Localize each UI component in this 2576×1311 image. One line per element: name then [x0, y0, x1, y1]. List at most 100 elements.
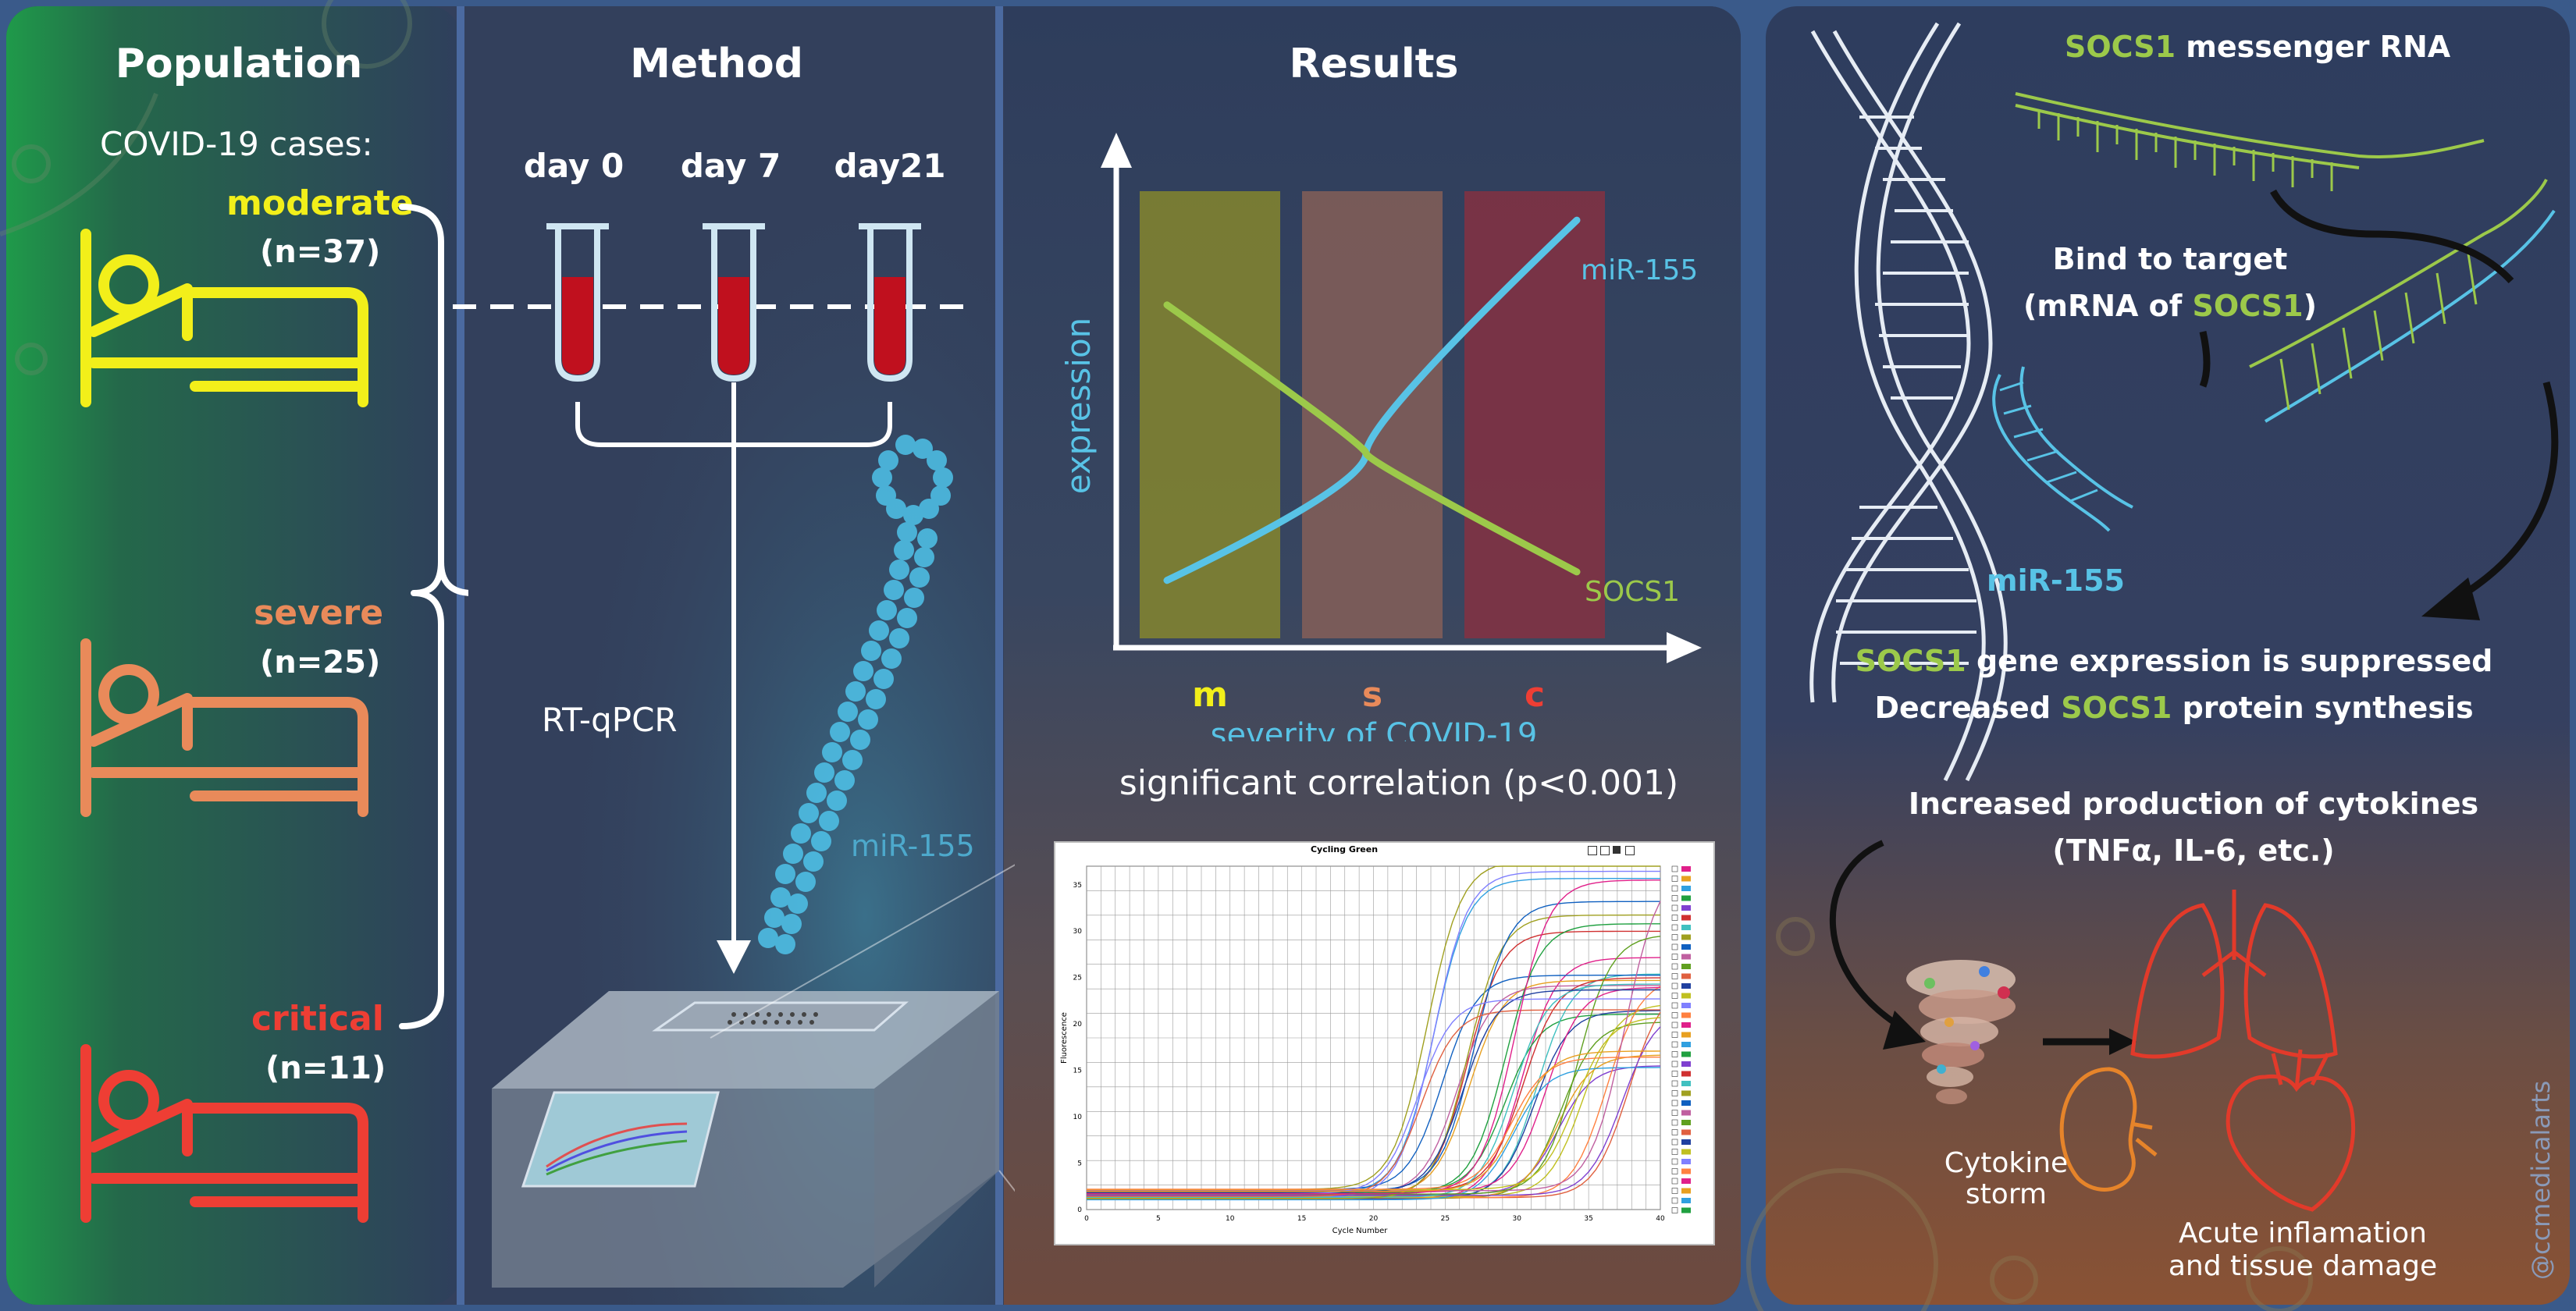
legend-swatch — [1681, 934, 1691, 940]
legend-checkbox[interactable] — [1671, 1197, 1678, 1204]
legend-checkbox[interactable] — [1671, 1021, 1678, 1029]
legend-checkbox[interactable] — [1671, 973, 1678, 979]
mrna-label-rest: messenger RNA — [2176, 30, 2451, 64]
socs1-mrna-icon — [2015, 92, 2485, 191]
legend-checkbox[interactable] — [1671, 1061, 1678, 1068]
legend-checkbox[interactable] — [1671, 1090, 1678, 1096]
qpcr-y-tick: 5 — [1077, 1160, 1082, 1168]
expression-lines — [1163, 216, 1581, 584]
legend-checkbox[interactable] — [1671, 1119, 1678, 1126]
qpcr-x-tick: 35 — [1584, 1215, 1592, 1223]
legend-swatch — [1681, 915, 1691, 921]
legend-swatch — [1681, 1012, 1691, 1018]
zoom-icon[interactable] — [1588, 846, 1597, 855]
molecule-label: miR-155 — [851, 829, 975, 863]
export-icon[interactable] — [1613, 846, 1621, 854]
method-title: Method — [630, 41, 803, 87]
legend-checkbox[interactable] — [1671, 934, 1678, 940]
qpcr-y-tick: 10 — [1073, 1114, 1083, 1121]
amplification-curve — [1087, 1057, 1660, 1190]
legend-checkbox[interactable] — [1671, 904, 1678, 911]
legend-checkbox[interactable] — [1671, 954, 1678, 960]
legend-checkbox[interactable] — [1671, 1100, 1678, 1107]
legend-checkbox[interactable] — [1671, 1207, 1678, 1213]
legend-swatch — [1681, 1022, 1691, 1028]
category-label-m: m — [1192, 675, 1228, 715]
legend-checkbox[interactable] — [1671, 1188, 1678, 1194]
amplification-curve — [1087, 1050, 1661, 1192]
legend-swatch — [1681, 1061, 1691, 1067]
damage-line2: and tissue damage — [2168, 1250, 2438, 1282]
legend-swatch — [1681, 1100, 1691, 1106]
mrna-mir155-complex-icon — [2249, 179, 2556, 423]
legend-checkbox[interactable] — [1671, 1080, 1678, 1087]
legend-checkbox[interactable] — [1671, 876, 1678, 882]
group-n-severe: (n=25) — [260, 645, 381, 680]
legend-checkbox[interactable] — [1671, 1071, 1678, 1077]
legend-swatch — [1681, 1003, 1691, 1008]
watermark: @ccmedicalarts — [2526, 1080, 2556, 1280]
group-n-moderate: (n=37) — [260, 234, 381, 270]
copy-icon[interactable] — [1600, 846, 1610, 855]
legend-swatch — [1681, 1139, 1691, 1145]
mechanism-graphics — [1809, 22, 2559, 1212]
legend-checkbox[interactable] — [1671, 1012, 1678, 1018]
legend-checkbox[interactable] — [1671, 895, 1678, 901]
legend-checkbox[interactable] — [1671, 1168, 1678, 1174]
legend-checkbox[interactable] — [1671, 1158, 1678, 1165]
arrow-down-icon — [717, 940, 751, 974]
legend-swatch — [1681, 983, 1691, 989]
legend-checkbox[interactable] — [1671, 1149, 1678, 1155]
legend-checkbox[interactable] — [1671, 1051, 1678, 1057]
qpcr-y-tick: 20 — [1073, 1021, 1083, 1029]
legend-checkbox[interactable] — [1671, 924, 1678, 931]
legend-swatch — [1681, 886, 1691, 891]
qpcr-x-label: Cycle Number — [1332, 1227, 1389, 1235]
x-axis-arrow-icon — [1667, 632, 1702, 663]
legend-swatch — [1681, 993, 1691, 999]
legend-swatch — [1681, 1120, 1691, 1125]
grouping-bracket — [399, 204, 468, 1029]
qpcr-x-tick: 30 — [1513, 1215, 1522, 1223]
settings-icon[interactable] — [1625, 846, 1635, 855]
qpcr-toolbar[interactable] — [1588, 844, 1642, 855]
legend-swatch — [1681, 1159, 1691, 1164]
legend-checkbox[interactable] — [1671, 943, 1678, 950]
legend-swatch — [1681, 866, 1691, 872]
heart-icon — [2226, 1049, 2356, 1212]
bind-line2-gene: SOCS1 — [2192, 289, 2304, 323]
legend-checkbox[interactable] — [1671, 1041, 1678, 1048]
legend-swatch — [1681, 1129, 1691, 1135]
legend-checkbox[interactable] — [1671, 1110, 1678, 1116]
correlation-text: significant correlation (p<0.001) — [1119, 763, 1679, 803]
qpcr-x-tick: 25 — [1441, 1215, 1450, 1223]
legend-checkbox[interactable] — [1671, 1178, 1678, 1185]
decreased-a: Decreased — [1874, 691, 2062, 725]
suppressed-gene: SOCS1 — [1855, 644, 1966, 678]
cytokine-arrow-icon — [1829, 840, 1909, 1033]
legend-checkbox[interactable] — [1671, 865, 1678, 872]
legend-checkbox[interactable] — [1671, 1139, 1678, 1146]
legend-swatch — [1681, 1090, 1691, 1096]
qpcr-x-tick: 0 — [1084, 1215, 1089, 1223]
legend-checkbox[interactable] — [1671, 963, 1678, 970]
qpcr-panel-title: Cycling Green — [1310, 844, 1379, 854]
storm-line2: storm — [1965, 1178, 2048, 1210]
day-label-7: day 7 — [680, 147, 781, 185]
qpcr-x-tick: 40 — [1656, 1215, 1665, 1223]
category-label-c: c — [1525, 675, 1545, 715]
legend-checkbox[interactable] — [1671, 982, 1678, 989]
legend-checkbox[interactable] — [1671, 1032, 1678, 1038]
legend-swatch — [1681, 1081, 1691, 1086]
legend-checkbox[interactable] — [1671, 1129, 1678, 1135]
series-line-socs1 — [1163, 301, 1581, 576]
legend-checkbox[interactable] — [1671, 885, 1678, 892]
legend-swatch — [1681, 954, 1691, 960]
legend-checkbox[interactable] — [1671, 993, 1678, 999]
y-axis-arrow-icon — [1101, 133, 1132, 168]
mrna-label-gene: SOCS1 — [2065, 30, 2176, 64]
legend-checkbox[interactable] — [1671, 915, 1678, 921]
legend-checkbox[interactable] — [1671, 1002, 1678, 1009]
qpcr-x-tick: 10 — [1226, 1215, 1235, 1223]
